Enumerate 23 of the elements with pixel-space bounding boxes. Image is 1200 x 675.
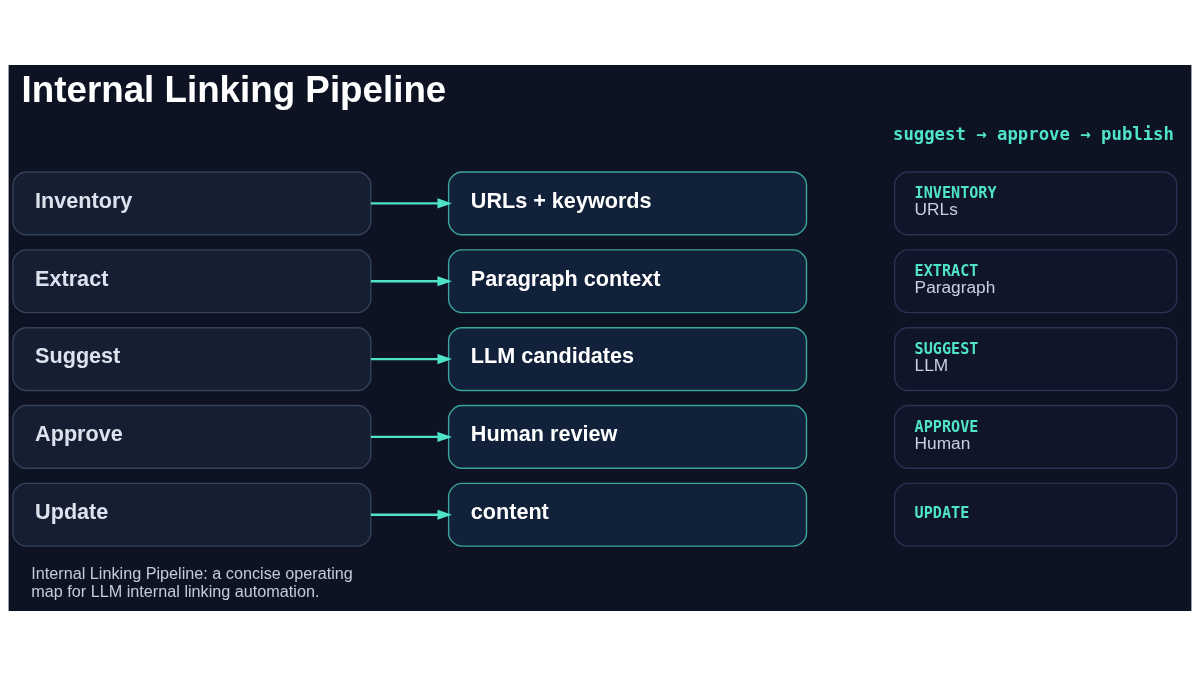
node-box: URLs + keywords <box>447 170 808 235</box>
node-box: Approve <box>12 404 372 469</box>
node-box: Suggest <box>12 326 372 391</box>
node-box: Human review <box>447 404 808 469</box>
node-box: Paragraph context <box>447 248 808 313</box>
arrow <box>370 431 452 442</box>
node-box: Update <box>12 482 372 547</box>
node-box: UPDATE <box>893 482 1178 547</box>
caption: Internal Linking Pipeline: a concise operating map for LLM internal linking automation. <box>31 563 353 600</box>
diagram-title: Internal Linking Pipeline <box>21 68 447 110</box>
node-box: Inventory <box>12 170 372 235</box>
arrow <box>370 509 452 520</box>
arrow <box>370 197 452 208</box>
arrow <box>370 275 452 286</box>
node-box: EXTRACT Paragraph <box>893 248 1178 313</box>
arrow <box>370 353 452 364</box>
node-box: SUGGEST LLM <box>893 326 1178 391</box>
node-box: Extract <box>12 248 372 313</box>
node-box: LLM candidates <box>447 326 808 391</box>
node-box: content <box>447 482 808 547</box>
node-box: INVENTORY URLs <box>893 170 1178 235</box>
label: suggest → approve → publish <box>893 123 1174 144</box>
node-box: APPROVE Human <box>893 404 1178 469</box>
